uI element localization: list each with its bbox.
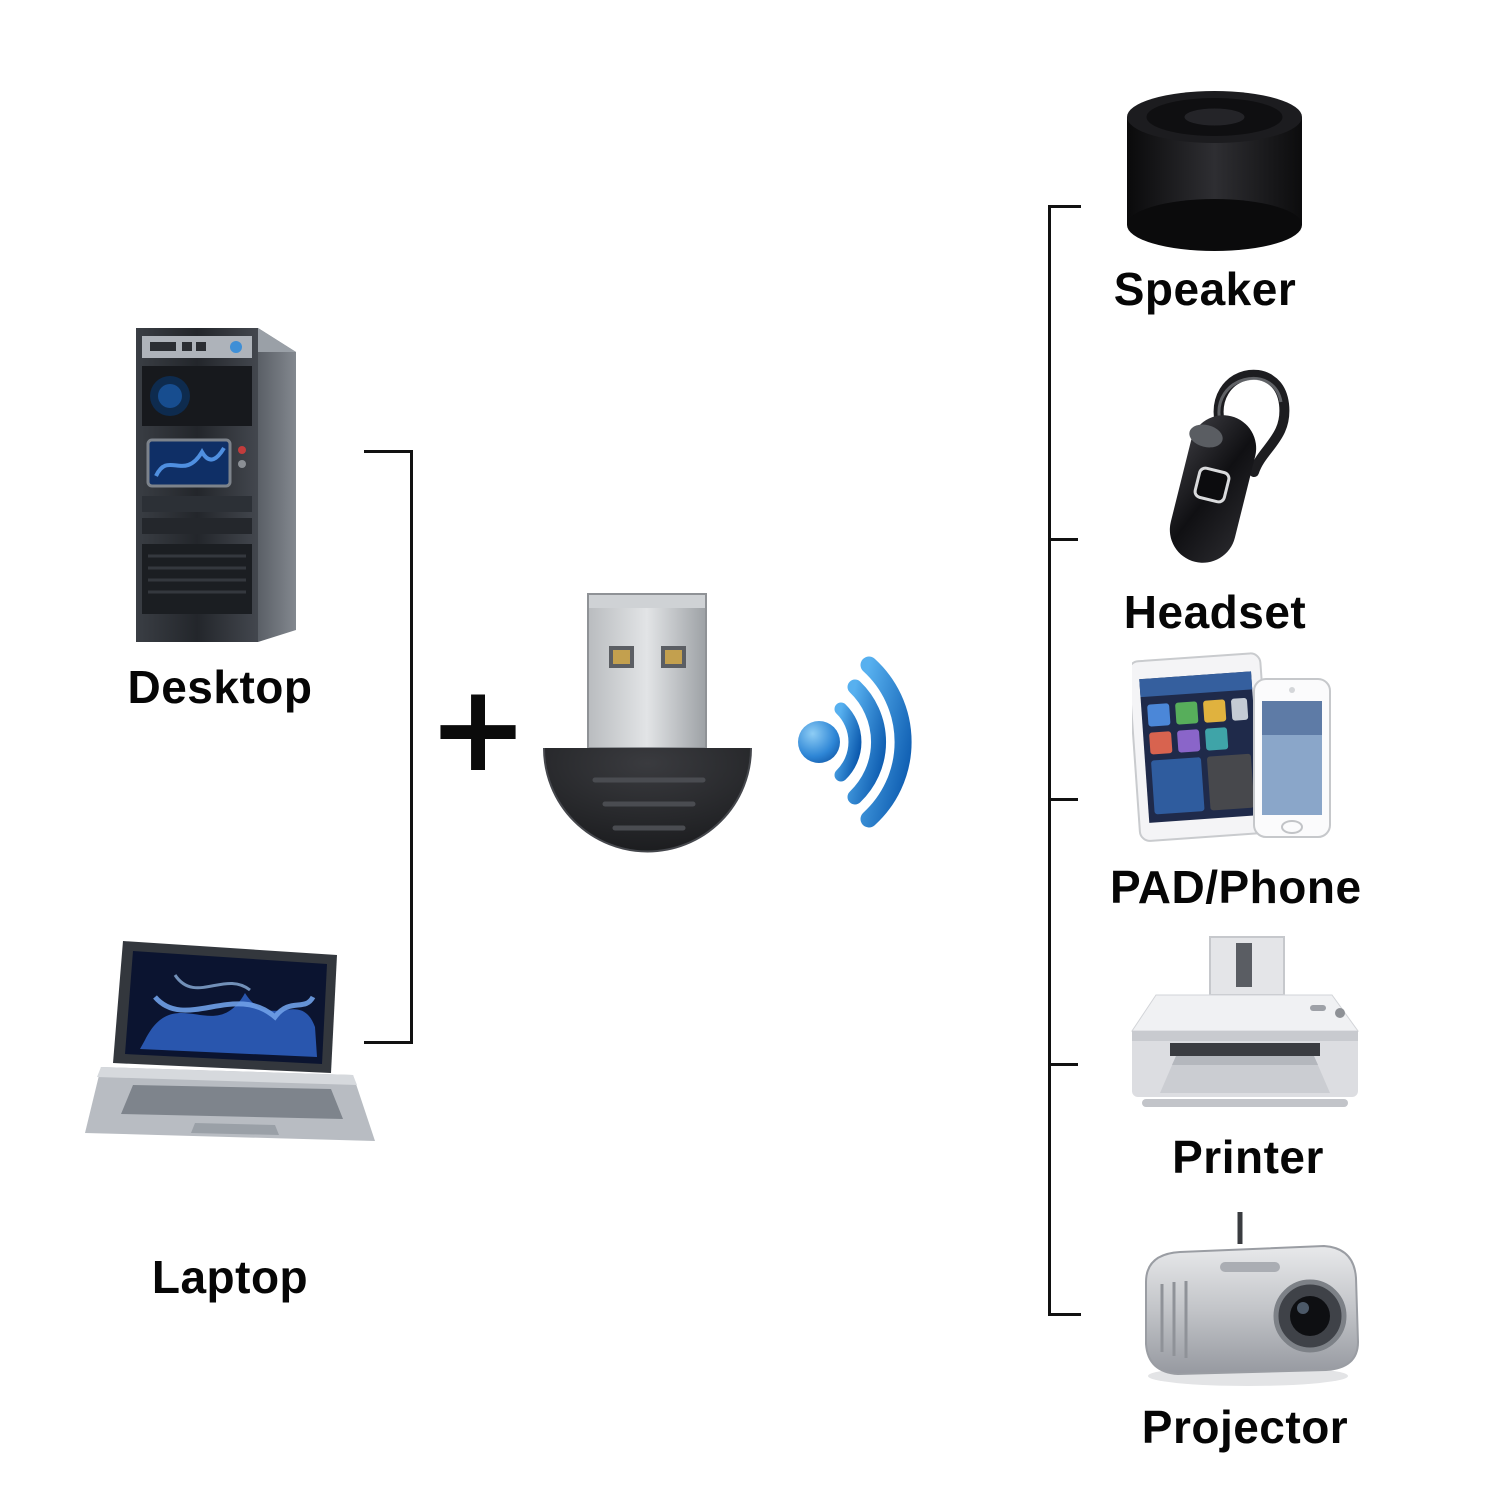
desktop-tower-icon [136, 328, 296, 642]
printer-label: Printer [1172, 1131, 1324, 1183]
speaker-label: Speaker [1113, 263, 1297, 315]
laptop [85, 935, 375, 1175]
projector-icon [1145, 1212, 1360, 1386]
usb-bluetooth-adapter [535, 588, 760, 908]
headset-icon [1169, 369, 1290, 563]
plus-icon: + [427, 660, 529, 799]
source-bracket [364, 450, 413, 1044]
wireless-signal [795, 645, 955, 845]
laptop-label: Laptop [151, 1251, 309, 1303]
headset-label: Headset [1123, 586, 1307, 638]
speaker [1122, 85, 1307, 260]
speaker-icon [1127, 91, 1302, 251]
desktop-tower [108, 300, 328, 660]
printer [1118, 935, 1368, 1130]
tablet-phone-icon [1132, 652, 1331, 842]
projector [1128, 1212, 1363, 1402]
target-bracket-tick-headset [1048, 538, 1078, 541]
projector-label: Projector [1141, 1401, 1349, 1453]
target-bracket [1048, 205, 1081, 1316]
laptop-icon [85, 941, 375, 1141]
headset [1150, 352, 1295, 577]
target-bracket-tick-padphone [1048, 798, 1078, 801]
target-bracket-tick-printer [1048, 1063, 1078, 1066]
desktop-label: Desktop [127, 661, 313, 713]
printer-icon [1131, 936, 1359, 1107]
usb-bluetooth-adapter-icon [543, 593, 752, 853]
tablet-phone [1132, 645, 1332, 855]
wireless-signal-icon [798, 656, 912, 828]
padphone-label: PAD/Phone [1110, 861, 1362, 913]
